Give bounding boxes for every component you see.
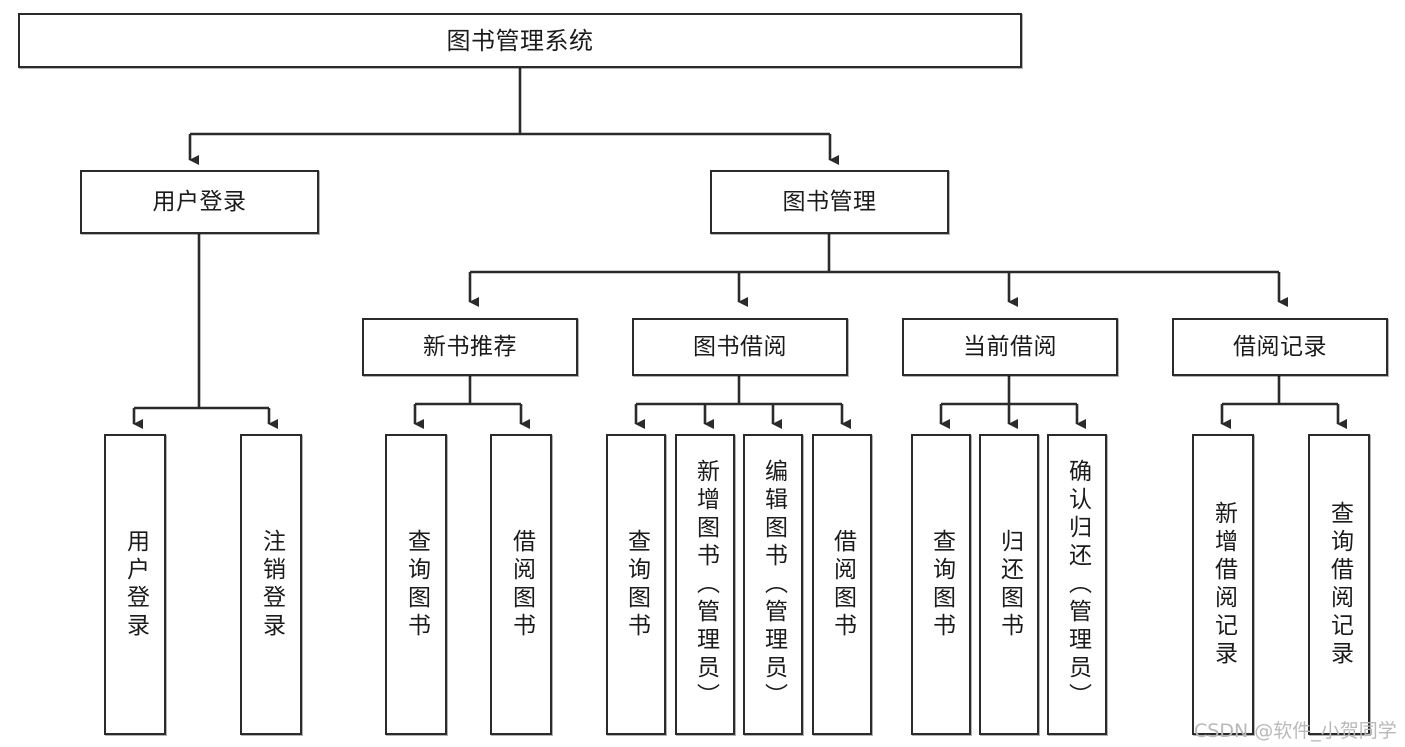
leaf-new-book-borrow[interactable]: 借阅图书: [490, 434, 552, 735]
leaf-current-confirm-return[interactable]: 确认归还（管理员）: [1047, 434, 1107, 735]
node-new-book-recommend[interactable]: 新书推荐: [362, 318, 578, 376]
leaf-user-login[interactable]: 用户登录: [104, 434, 166, 735]
leaf-borrow-borrow-book[interactable]: 借阅图书: [812, 434, 872, 735]
node-current-borrow-label: 当前借阅: [963, 333, 1057, 360]
node-user-login[interactable]: 用户登录: [80, 170, 319, 234]
node-book-management-label: 图书管理: [782, 188, 877, 215]
leaf-new-book-query[interactable]: 查询图书: [385, 434, 447, 735]
node-borrow-record-label: 借阅记录: [1233, 333, 1327, 360]
node-current-borrow[interactable]: 当前借阅: [902, 318, 1118, 376]
leaf-new-book-query-label: 查询图书: [403, 528, 430, 641]
leaf-borrow-add-book[interactable]: 新增图书（管理员）: [675, 434, 735, 735]
leaf-record-add-label: 新增借阅记录: [1210, 500, 1237, 669]
node-user-login-label: 用户登录: [152, 188, 247, 215]
node-book-borrow[interactable]: 图书借阅: [632, 318, 848, 376]
node-book-borrow-label: 图书借阅: [693, 333, 787, 360]
leaf-borrow-borrow-book-label: 借阅图书: [829, 528, 856, 641]
leaf-record-query[interactable]: 查询借阅记录: [1308, 434, 1370, 735]
leaf-current-return-book[interactable]: 归还图书: [979, 434, 1039, 735]
node-borrow-record[interactable]: 借阅记录: [1172, 318, 1388, 376]
node-root[interactable]: 图书管理系统: [18, 13, 1022, 68]
leaf-user-login-label: 用户登录: [122, 528, 149, 641]
node-book-management[interactable]: 图书管理: [710, 170, 949, 234]
leaf-current-confirm-return-label: 确认归还（管理员）: [1064, 458, 1091, 711]
leaf-logout[interactable]: 注销登录: [240, 434, 302, 735]
leaf-borrow-edit-book-label: 编辑图书（管理员）: [760, 458, 787, 711]
leaf-borrow-edit-book[interactable]: 编辑图书（管理员）: [743, 434, 803, 735]
leaf-current-return-book-label: 归还图书: [996, 528, 1023, 641]
leaf-borrow-query-book-label: 查询图书: [623, 528, 650, 641]
leaf-current-query-book-label: 查询图书: [928, 528, 955, 641]
leaf-borrow-add-book-label: 新增图书（管理员）: [692, 458, 719, 711]
leaf-new-book-borrow-label: 借阅图书: [508, 528, 535, 641]
watermark: CSDN @软件_小贺同学: [1194, 720, 1397, 742]
leaf-current-query-book[interactable]: 查询图书: [911, 434, 971, 735]
leaf-logout-label: 注销登录: [258, 528, 285, 641]
leaf-record-query-label: 查询借阅记录: [1326, 500, 1353, 669]
node-root-label: 图书管理系统: [446, 26, 594, 55]
leaf-record-add[interactable]: 新增借阅记录: [1192, 434, 1254, 735]
node-new-book-recommend-label: 新书推荐: [423, 333, 517, 360]
leaf-borrow-query-book[interactable]: 查询图书: [606, 434, 666, 735]
